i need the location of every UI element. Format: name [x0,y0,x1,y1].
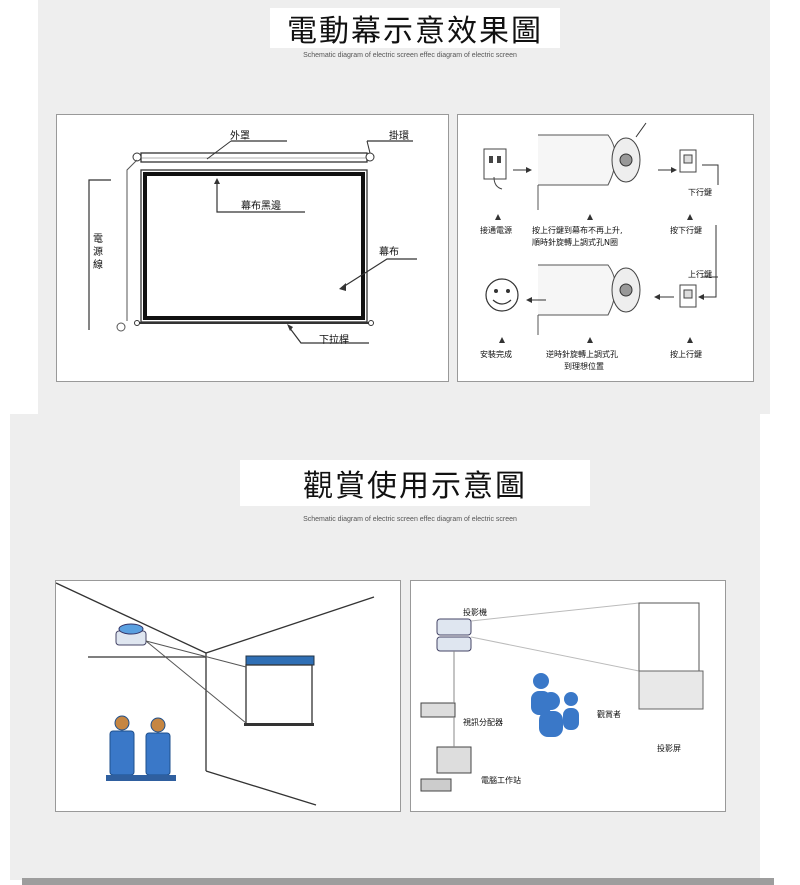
label-bottom-bar: 下拉桿 [319,335,349,346]
label-screen-black-border: 幕布黑邊 [241,201,281,212]
step-press-up-key: 按上行鍵 [670,350,702,359]
step-install-done: 安裝完成 [480,350,512,359]
network-diagram: 投影機 視訊分配器 觀賞者 投影屏 電腦工作站 [410,580,726,812]
label-hanging-ring: 掛環 [389,131,409,142]
label-screen-cloth: 幕布 [379,247,399,258]
install-steps-drawing [483,122,719,343]
step-down-key-label: 下行鍵 [688,188,712,197]
screen-structure-diagram: 外罩 掛環 幕布黑邊 幕布 電源線 下拉桿 [56,114,449,382]
label-video-splitter: 視訊分配器 [463,718,503,727]
step-connect-power: 接通電源 [480,226,512,235]
room-drawing [56,582,375,806]
step-ccw-line1: 逆時針旋轉上調式孔 [546,350,618,359]
install-steps-diagram: 下行鍵 接通電源 按上行鍵到幕布不再上升, 順時針旋轉上調式孔N圈 按下行鍵 上… [457,114,754,382]
bottom-divider [22,878,774,885]
step-press-up-line1: 按上行鍵到幕布不再上升, [532,226,623,235]
section-install-title: 電動幕示意效果圖 [270,8,560,49]
label-projection-screen: 投影屏 [657,744,681,753]
label-power-cord: 電源線 [93,234,103,271]
label-projector: 投影機 [463,608,487,617]
step-ccw-line2: 到理想位置 [564,362,604,371]
step-press-down-key: 按下行鍵 [670,226,702,235]
label-viewers: 觀賞者 [597,710,621,719]
network-drawing [420,602,704,792]
label-workstation: 電腦工作站 [481,776,521,785]
section-usage-title: 觀賞使用示意圖 [240,460,590,506]
label-outer-cover: 外罩 [230,131,250,142]
step-up-key-label: 上行鍵 [688,270,712,279]
room-illustration [55,580,401,812]
screen-structure-drawing [88,140,417,344]
step-press-up-line2: 順時針旋轉上調式孔N圈 [532,238,618,247]
section-usage-subtitle: Schematic diagram of electric screen eff… [303,516,517,523]
section-install-subtitle: Schematic diagram of electric screen eff… [303,52,517,59]
